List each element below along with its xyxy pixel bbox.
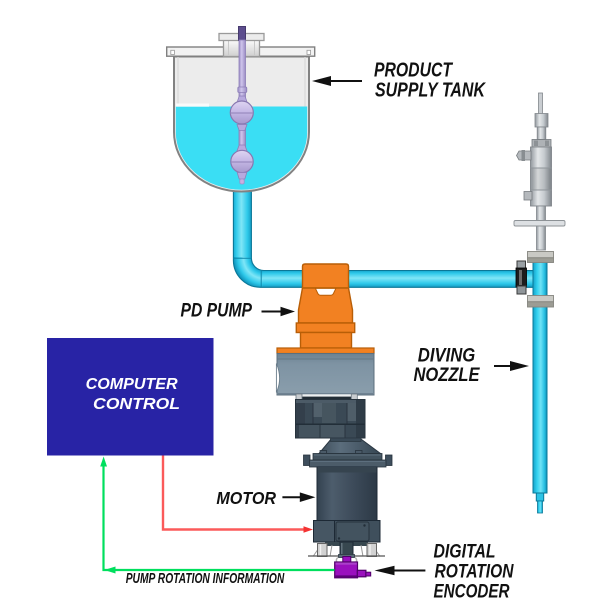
svg-text:SUPPLY TANK: SUPPLY TANK bbox=[375, 80, 486, 102]
svg-text:DIGITAL: DIGITAL bbox=[434, 540, 496, 562]
svg-text:PRODUCT: PRODUCT bbox=[374, 60, 453, 82]
svg-text:CONTROL: CONTROL bbox=[93, 396, 180, 413]
svg-text:ROTATION: ROTATION bbox=[435, 561, 515, 583]
svg-text:ENCODER: ENCODER bbox=[434, 580, 510, 602]
svg-text:NOZZLE: NOZZLE bbox=[414, 364, 481, 386]
svg-text:PD PUMP: PD PUMP bbox=[181, 300, 253, 322]
svg-text:MOTOR: MOTOR bbox=[216, 488, 276, 508]
svg-text:DIVING: DIVING bbox=[418, 345, 476, 367]
svg-text:PUMP ROTATION INFORMATION: PUMP ROTATION INFORMATION bbox=[126, 571, 285, 587]
svg-text:COMPUTER: COMPUTER bbox=[86, 376, 179, 393]
